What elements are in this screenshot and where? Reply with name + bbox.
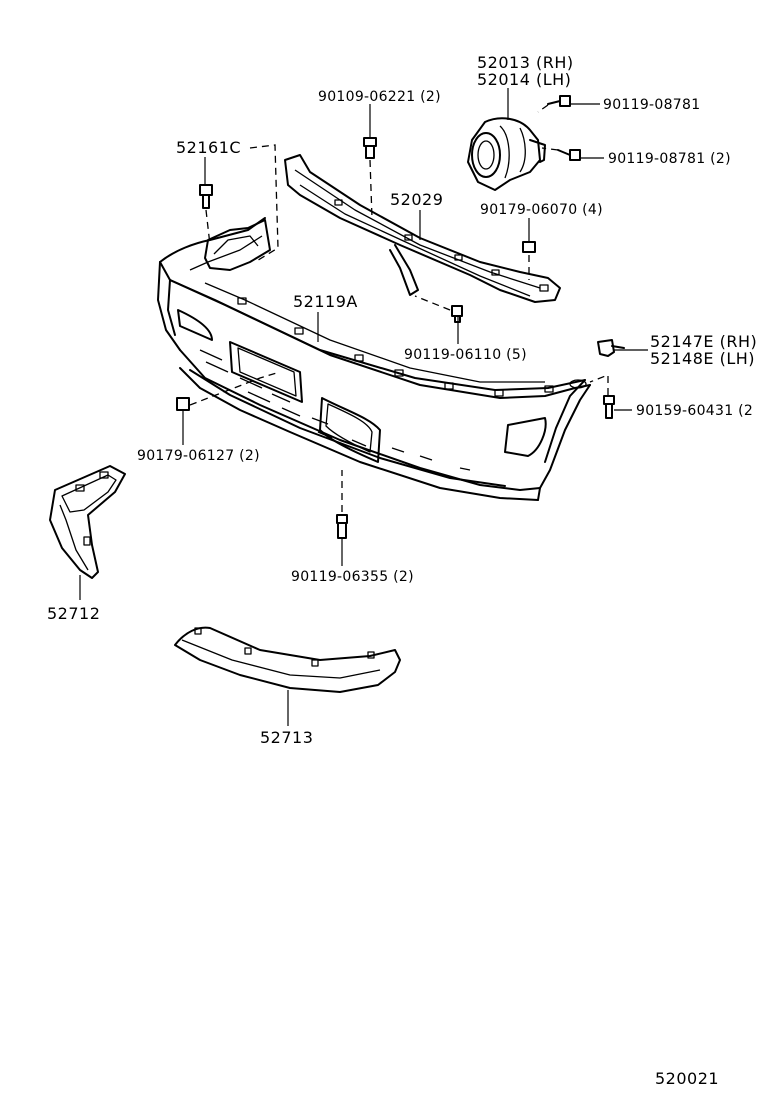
- screw-90159-60431-icon: [603, 395, 615, 419]
- label-90179-06070: 90179-06070 (4): [480, 202, 603, 218]
- nut-90179-06070-icon: [522, 241, 536, 253]
- part-labels: 52013 (RH) 52014 (LH) 90109-06221 (2) 90…: [47, 53, 757, 1088]
- corner-molding-52712-drawing: [49, 465, 126, 579]
- label-52148e-lh: 52148E (LH): [650, 349, 755, 368]
- label-52029: 52029: [390, 190, 443, 209]
- bracket-52013-drawing: [467, 117, 546, 191]
- label-52713: 52713: [260, 728, 313, 747]
- bolt-90119-06110-icon: [451, 305, 463, 323]
- retainer-52147e-icon: [597, 339, 625, 357]
- reinforcement-drawing: [284, 154, 561, 303]
- label-52014-lh: 52014 (LH): [477, 70, 571, 89]
- label-52013-rh: 52013 (RH): [477, 53, 574, 72]
- label-90119-08781-b: 90119-08781 (2): [608, 151, 731, 167]
- label-52147e-rh: 52147E (RH): [650, 332, 757, 351]
- bumper-cover-drawing: [157, 217, 591, 501]
- label-52161c: 52161C: [176, 138, 241, 157]
- fastener-52161c-icon: [199, 184, 213, 209]
- bolt-90119-08781-a-icon: [547, 95, 571, 107]
- label-90159-60431: 90159-60431 (2: [636, 403, 753, 419]
- label-90119-06110: 90119-06110 (5): [404, 347, 527, 363]
- label-90109-06221: 90109-06221 (2): [318, 89, 441, 105]
- label-52119a: 52119A: [293, 292, 358, 311]
- assembly-dashed-lines: [189, 104, 609, 512]
- label-90119-06355: 90119-06355 (2): [291, 569, 414, 585]
- molding-52713-drawing: [174, 626, 401, 693]
- label-90119-08781-a: 90119-08781: [603, 97, 700, 113]
- bolt-90109-06221-icon: [363, 137, 377, 159]
- bolt-90119-06355-icon: [336, 514, 348, 539]
- leader-lines: [79, 88, 648, 726]
- diagram-code: 520021: [655, 1069, 719, 1088]
- nut-90179-06127-icon: [176, 397, 190, 411]
- label-52712: 52712: [47, 604, 100, 623]
- label-90179-06127: 90179-06127 (2): [137, 448, 260, 464]
- bolt-90119-08781-b-icon: [557, 149, 581, 161]
